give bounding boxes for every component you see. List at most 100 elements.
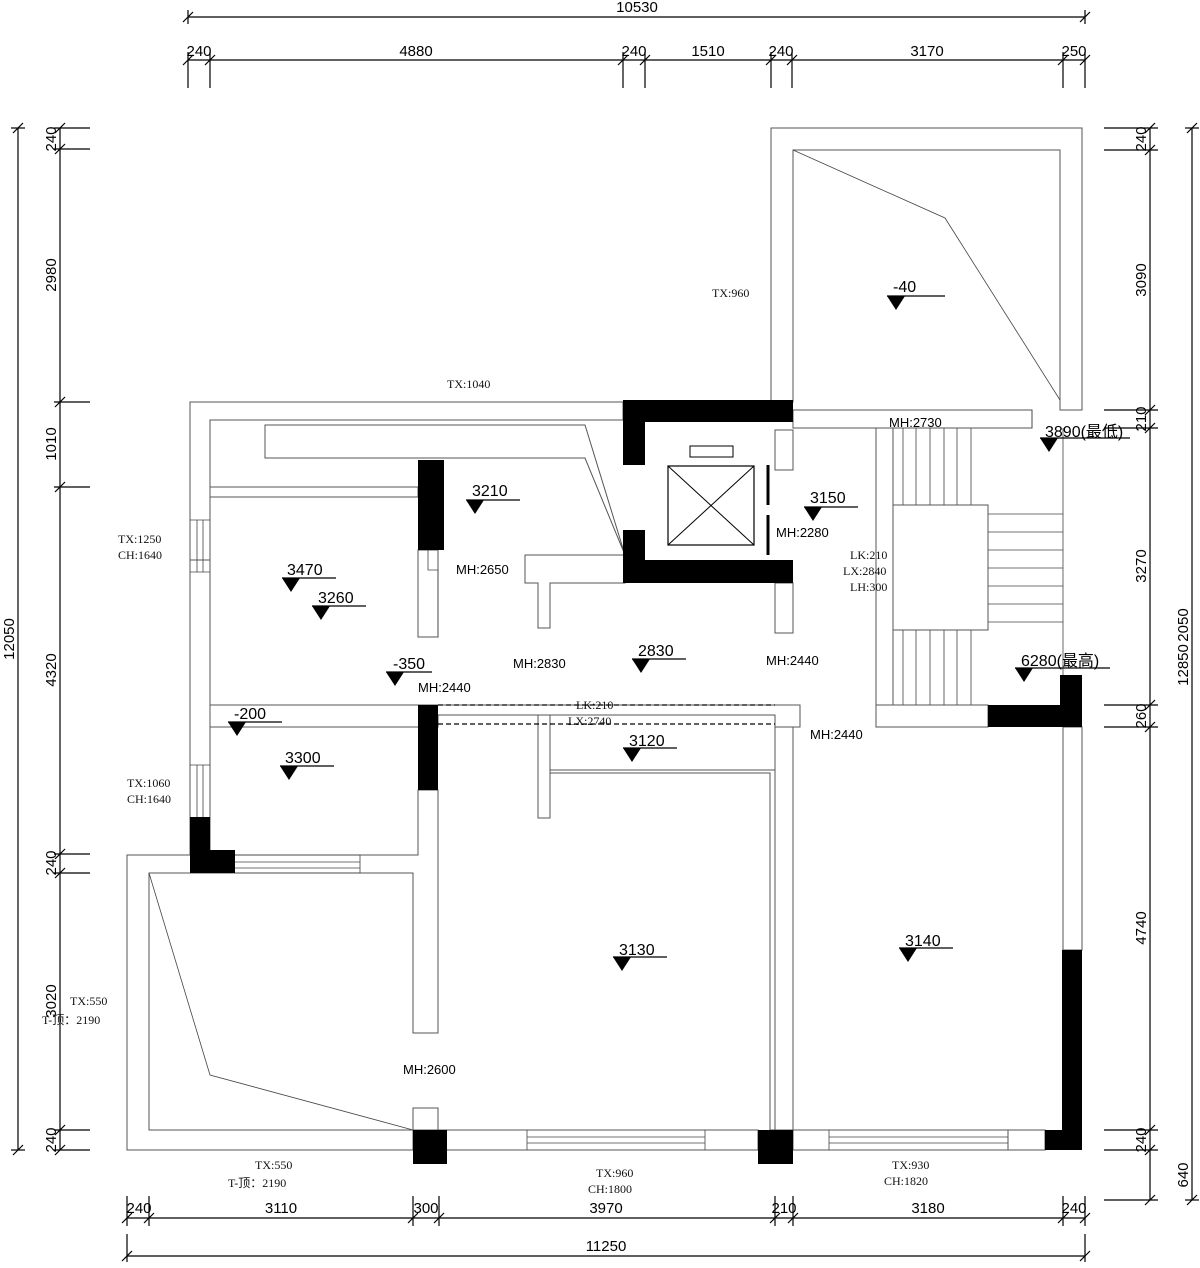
elevation-marker: 3470 xyxy=(282,562,336,592)
left-dimension-chain: 12050 240 2980 1010 4320 240 3020 240 xyxy=(1,122,90,1156)
height-label: MH:2440 xyxy=(810,727,863,742)
svg-text:-350: -350 xyxy=(393,656,425,673)
elevation-marker: -350 xyxy=(386,656,432,686)
top-dim-3: 240 xyxy=(621,43,646,60)
opening-note: CH:1800 xyxy=(588,1182,632,1196)
svg-text:3140: 3140 xyxy=(905,933,941,950)
stair-note: LH:300 xyxy=(850,580,887,594)
right-dim-2: 3090 xyxy=(1133,263,1150,296)
elevation-marker: 3120 xyxy=(623,733,677,762)
opening-note: TX:1060 xyxy=(127,776,170,790)
top-total-dimension: 10530 xyxy=(616,0,658,16)
height-label: MH:2440 xyxy=(418,680,471,695)
top-dimension-chain: 10530 240 4880 240 1510 240 3170 250 xyxy=(182,0,1091,88)
svg-text:6280(最高): 6280(最高) xyxy=(1021,652,1099,670)
elevation-marker: -40 xyxy=(887,279,945,310)
height-label: MH:2730 xyxy=(889,415,942,430)
columns xyxy=(190,400,1082,1164)
elevation-markers: -40 3890(最低) 3210 3150 3470 3260 xyxy=(228,279,1130,971)
right-dim-7: 240 xyxy=(1133,1127,1150,1152)
left-dim-5: 240 xyxy=(43,850,60,875)
svg-text:3210: 3210 xyxy=(472,483,508,500)
opening-note: TX:930 xyxy=(892,1158,929,1172)
beam-note: LX:2740 xyxy=(568,714,611,728)
top-dim-5: 240 xyxy=(768,43,793,60)
left-total-dimension: 12050 xyxy=(1,618,18,660)
svg-text:-40: -40 xyxy=(893,279,916,296)
right-dim-3: 210 xyxy=(1133,406,1150,431)
walls xyxy=(126,127,1083,1151)
elevation-marker: 3140 xyxy=(899,933,953,962)
opening-notes: TX:960 TX:1040 TX:1250 CH:1640 TX:1060 C… xyxy=(42,286,929,1196)
detail-lines xyxy=(148,149,1064,1150)
top-dim-7: 250 xyxy=(1061,43,1086,60)
bottom-dim-2: 3110 xyxy=(265,1200,297,1217)
top-dim-6: 3170 xyxy=(910,43,943,60)
right-dim-8: 640 xyxy=(1175,1162,1192,1187)
height-label: MH:2440 xyxy=(766,653,819,668)
height-labels: MH:2730 MH:2280 MH:2650 MH:2830 MH:2440 … xyxy=(403,415,942,1077)
svg-text:3470: 3470 xyxy=(287,562,323,579)
opening-note: TX:960 xyxy=(712,286,749,300)
elevation-marker: 3150 xyxy=(804,490,858,521)
opening-note: CH:1640 xyxy=(118,548,162,562)
bottom-dim-7: 240 xyxy=(1061,1200,1086,1217)
right-dim-5: 260 xyxy=(1133,703,1150,728)
left-dim-4: 4320 xyxy=(43,653,60,686)
height-label: MH:2600 xyxy=(403,1062,456,1077)
elevator-icon xyxy=(667,445,755,546)
bottom-dim-4: 3970 xyxy=(589,1200,622,1217)
left-dim-1: 240 xyxy=(43,126,60,151)
bottom-total-dimension: 11250 xyxy=(586,1238,627,1255)
elevation-marker: 3210 xyxy=(466,483,520,514)
opening-note: TX:1250 xyxy=(118,532,161,546)
opening-note: CH:1640 xyxy=(127,792,171,806)
svg-text:2830: 2830 xyxy=(638,643,674,660)
top-dim-4: 1510 xyxy=(691,43,724,60)
left-dim-7: 240 xyxy=(43,1127,60,1152)
top-dim-2: 4880 xyxy=(399,43,432,60)
elevation-marker: -200 xyxy=(228,706,282,736)
opening-note: CH:1820 xyxy=(884,1174,928,1188)
opening-note: TX:550 xyxy=(70,994,107,1008)
svg-text:-200: -200 xyxy=(234,706,266,723)
top-dim-1: 240 xyxy=(186,43,211,60)
beam-note: LK:210 xyxy=(576,698,613,712)
right-dim-6: 4740 xyxy=(1133,911,1150,944)
svg-text:3260: 3260 xyxy=(318,590,354,607)
elevation-marker: 6280(最高) xyxy=(1015,652,1110,682)
bottom-dim-1: 240 xyxy=(126,1200,151,1217)
right-total-overlap: 2050 xyxy=(1175,608,1192,641)
height-label: MH:2830 xyxy=(513,656,566,671)
opening-note: TX:1040 xyxy=(447,377,490,391)
svg-text:3300: 3300 xyxy=(285,750,321,767)
opening-note: T-顶：2190 xyxy=(228,1176,286,1190)
elevation-marker: 3890(最低) xyxy=(1040,423,1130,452)
height-label: MH:2650 xyxy=(456,562,509,577)
right-total-dimension: 12850 xyxy=(1175,644,1192,686)
bottom-dim-5: 210 xyxy=(771,1200,796,1217)
right-dimension-chain: 240 3090 210 3270 260 4740 240 640 12850… xyxy=(1104,122,1199,1206)
stair-note: LX:2840 xyxy=(843,564,886,578)
bottom-dimension-chain: 240 3110 300 3970 210 3180 240 11250 xyxy=(121,1196,1091,1262)
opening-note: TX:550 xyxy=(255,1158,292,1172)
left-dim-6: 3020 xyxy=(43,984,60,1017)
height-label: MH:2280 xyxy=(776,525,829,540)
stair-note: LK:210 xyxy=(850,548,887,562)
elevation-marker: 3300 xyxy=(280,750,334,780)
left-dim-2: 2980 xyxy=(43,258,60,291)
right-dim-1: 240 xyxy=(1133,126,1150,151)
opening-note: T-顶：2190 xyxy=(42,1013,100,1027)
left-dim-3: 1010 xyxy=(43,427,60,460)
svg-text:3890(最低): 3890(最低) xyxy=(1045,423,1123,441)
elevation-marker: 3260 xyxy=(312,590,366,620)
elevation-marker: 2830 xyxy=(632,643,686,673)
elevation-marker: 3130 xyxy=(613,942,667,971)
svg-text:3120: 3120 xyxy=(629,733,665,750)
opening-note: TX:960 xyxy=(596,1166,633,1180)
bottom-dim-3: 300 xyxy=(413,1200,438,1217)
svg-text:3130: 3130 xyxy=(619,942,655,959)
bottom-dim-6: 3180 xyxy=(911,1200,944,1217)
right-dim-4: 3270 xyxy=(1133,549,1150,582)
